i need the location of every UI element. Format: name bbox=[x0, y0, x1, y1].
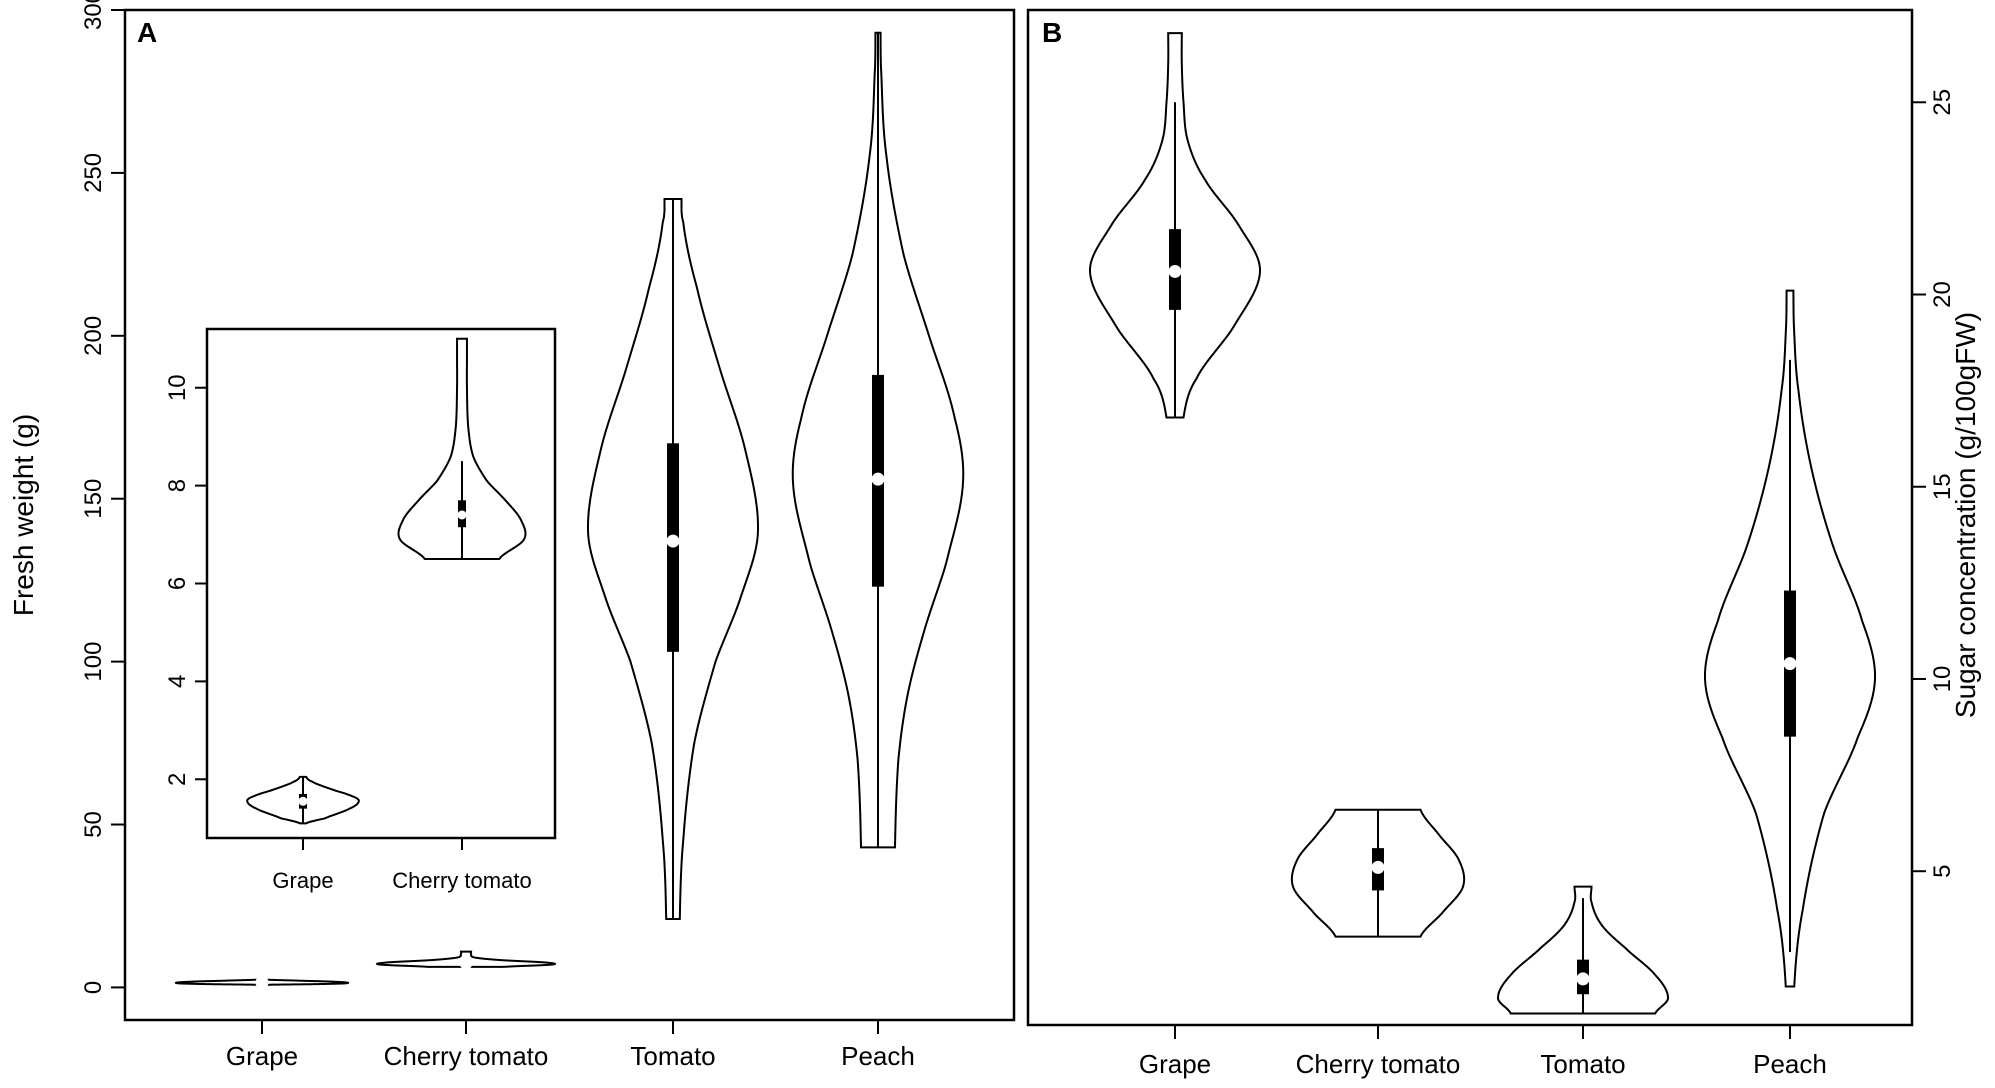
violin-median-point bbox=[457, 510, 467, 520]
panel-b-x-axis: Grape Cherry tomato Tomato Peach bbox=[1139, 1025, 1827, 1079]
panel-a-violin-peach bbox=[791, 31, 965, 849]
panel-a-y-tick-label: 0 bbox=[80, 981, 107, 994]
panel-b-x-tick-label-tomato: Tomato bbox=[1540, 1049, 1625, 1079]
panel-b: B Sugar concentration (g/100gFW) 5 10 15 20… bbox=[1026, 8, 1981, 1079]
violin-median-point bbox=[255, 976, 269, 990]
panel-b-y-tick-label: 25 bbox=[1929, 89, 1956, 116]
panel-a-y-axis: 0 50 100 150 200 250 300 bbox=[80, 0, 125, 994]
panel-b-violin-cherry-tomato bbox=[1290, 808, 1466, 938]
inset-y-tick-label: 10 bbox=[164, 374, 191, 401]
violin-median-point bbox=[1168, 264, 1182, 278]
panel-b-letter: B bbox=[1042, 17, 1062, 48]
panel-a-x-axis: Grape Cherry tomato Tomato Peach bbox=[226, 1020, 915, 1071]
inset-x-tick-label-cherry-tomato: Cherry tomato bbox=[392, 868, 531, 893]
panel-b-y-tick-label: 5 bbox=[1929, 865, 1956, 878]
violin-median-point bbox=[459, 956, 473, 970]
inset-violin-cherry-tomato bbox=[397, 337, 527, 561]
panel-b-violin-tomato bbox=[1497, 885, 1669, 1015]
panel-a-y-tick-label: 250 bbox=[80, 153, 107, 193]
violin-median-point bbox=[1783, 657, 1797, 671]
panel-a-x-tick-label-grape: Grape bbox=[226, 1041, 298, 1071]
inset-x-axis: Grape Cherry tomato bbox=[272, 838, 532, 893]
violin-median-point bbox=[1371, 860, 1385, 874]
inset-violins bbox=[246, 337, 527, 825]
panel-a-violins bbox=[174, 31, 965, 990]
violin-median-point bbox=[1576, 972, 1590, 986]
panel-a: A Fresh weight (g) 0 50 100 150 200 250 300 Gr… bbox=[8, 0, 1016, 1071]
violin-median-point bbox=[298, 796, 308, 806]
panel-b-frame bbox=[1026, 8, 1914, 1027]
panel-b-violins bbox=[1088, 32, 1877, 1015]
panel-a-y-tick-label: 100 bbox=[80, 642, 107, 682]
inset-y-tick-label: 8 bbox=[164, 479, 191, 492]
panel-a-y-axis-title: Fresh weight (g) bbox=[8, 414, 39, 616]
violin-median-point bbox=[666, 534, 680, 548]
panel-a-violin-cherry-tomato bbox=[375, 950, 557, 970]
panel-a-frame bbox=[123, 8, 1016, 1022]
panel-a-letter: A bbox=[137, 17, 157, 48]
panel-a-y-tick-label: 50 bbox=[80, 811, 107, 838]
violin-median-point bbox=[871, 472, 885, 486]
panel-a-violin-tomato bbox=[586, 197, 760, 920]
inset-violin-grape bbox=[246, 775, 360, 825]
violin-iqr-box bbox=[667, 443, 679, 652]
panel-a-y-tick-label: 300 bbox=[80, 0, 107, 30]
panel-a-x-tick-label-cherry-tomato: Cherry tomato bbox=[384, 1041, 549, 1071]
inset-y-tick-label: 2 bbox=[164, 773, 191, 786]
inset-y-tick-label: 4 bbox=[164, 675, 191, 688]
panel-a-y-tick-label: 200 bbox=[80, 316, 107, 356]
violin-outline bbox=[397, 337, 527, 561]
panel-a-inset: 2 4 6 8 10 Grape Cherry tomato bbox=[164, 327, 557, 893]
inset-y-axis: 2 4 6 8 10 bbox=[164, 374, 207, 786]
panel-b-x-tick-label-peach: Peach bbox=[1753, 1049, 1827, 1079]
panel-b-y-axis: 5 10 15 20 25 bbox=[1912, 89, 1956, 878]
inset-x-tick-label-grape: Grape bbox=[272, 868, 333, 893]
panel-b-y-axis-title: Sugar concentration (g/100gFW) bbox=[1950, 312, 1981, 718]
panel-a-x-tick-label-tomato: Tomato bbox=[630, 1041, 715, 1071]
inset-frame bbox=[205, 327, 557, 840]
panel-b-x-tick-label-grape: Grape bbox=[1139, 1049, 1211, 1079]
panel-a-y-tick-label: 150 bbox=[80, 479, 107, 519]
panel-a-x-tick-label-peach: Peach bbox=[841, 1041, 915, 1071]
panel-b-y-tick-label: 20 bbox=[1929, 281, 1956, 308]
panel-b-violin-peach bbox=[1703, 289, 1877, 988]
panel-b-y-tick-label: 10 bbox=[1929, 666, 1956, 693]
panel-a-violin-grape bbox=[174, 976, 350, 990]
panel-b-y-tick-label: 15 bbox=[1929, 473, 1956, 500]
panel-b-x-tick-label-cherry-tomato: Cherry tomato bbox=[1296, 1049, 1461, 1079]
inset-y-tick-label: 6 bbox=[164, 577, 191, 590]
panel-b-violin-grape bbox=[1088, 32, 1262, 419]
